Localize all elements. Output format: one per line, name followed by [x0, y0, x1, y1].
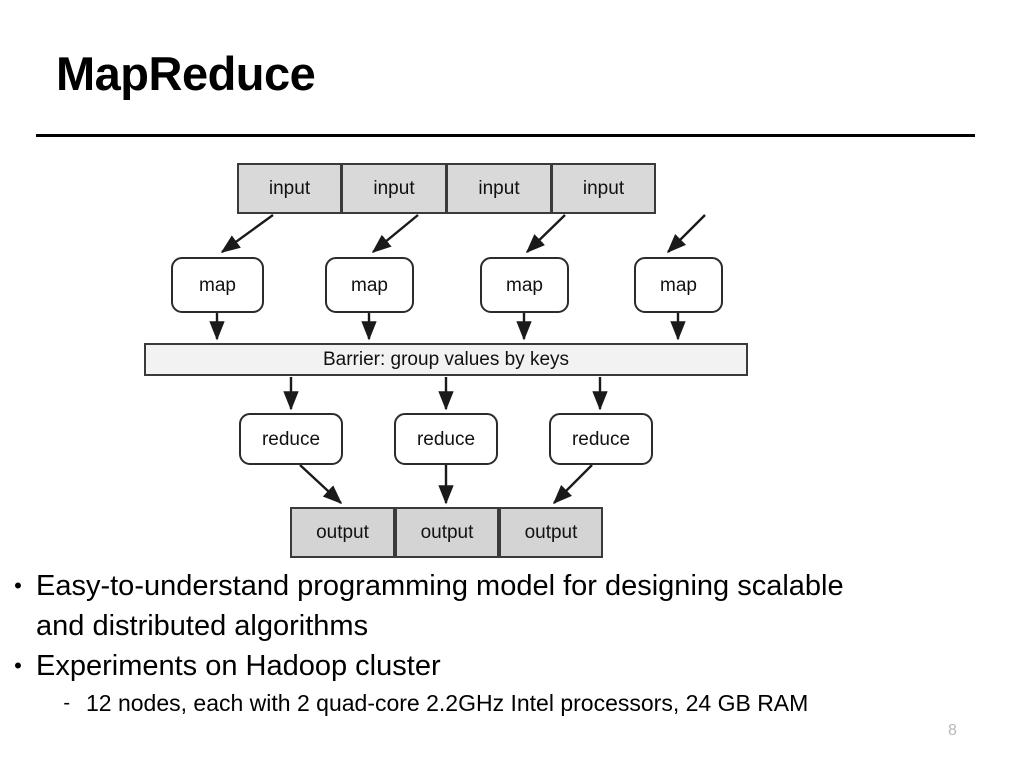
output-cell-label: output [316, 522, 369, 543]
input-cell-2: input [342, 163, 447, 214]
page-title: MapReduce [56, 47, 316, 100]
input-cell-label: input [373, 178, 415, 199]
output-cell-1: output [290, 507, 395, 558]
map-node-label: map [506, 274, 543, 296]
sub-bullet-marker-icon: - [63, 692, 70, 714]
barrier-bar: Barrier: group values by keys [144, 343, 748, 376]
map-node-2: map [325, 257, 414, 313]
mapreduce-dataflow-diagram: input input input input map map map map … [144, 163, 748, 558]
bullet-marker-icon: • [14, 653, 22, 678]
bullet-list: • Easy-to-understand programming model f… [0, 566, 1024, 720]
map-node-label: map [660, 274, 697, 296]
bullet-item-text: Experiments on Hadoop cluster [36, 650, 441, 682]
map-node-1: map [171, 257, 264, 313]
output-cell-label: output [524, 522, 578, 543]
sub-bullet-item-text: 12 nodes, each with 2 quad-core 2.2GHz I… [86, 690, 809, 716]
sub-bullet-item-1: - 12 nodes, each with 2 quad-core 2.2GHz… [0, 686, 1024, 720]
input-cell-label: input [478, 178, 520, 199]
reduce-node-2: reduce [394, 413, 498, 465]
map-node-label: map [199, 274, 236, 296]
input-cell-1: input [237, 163, 342, 214]
output-cell-label: output [420, 522, 474, 543]
slide-number: 8 [948, 722, 957, 739]
output-cell-2: output [395, 507, 499, 558]
map-node-4: map [634, 257, 723, 313]
output-cell-3: output [499, 507, 603, 558]
input-cell-label: input [268, 178, 311, 199]
reduce-node-label: reduce [416, 428, 476, 450]
barrier-label: Barrier: group values by keys [322, 349, 570, 370]
input-cell-3: input [447, 163, 552, 214]
title-divider [36, 134, 975, 137]
reduce-node-1: reduce [239, 413, 343, 465]
map-node-label: map [351, 274, 388, 296]
reduce-node-label: reduce [571, 428, 631, 450]
reduce-node-label: reduce [261, 428, 321, 450]
input-cell-4: input [552, 163, 656, 214]
bullet-item-text: Easy-to-understand programming model for… [36, 570, 844, 642]
map-node-3: map [480, 257, 569, 313]
reduce-node-3: reduce [549, 413, 653, 465]
input-cell-label: input [582, 178, 625, 199]
bullet-item-2: • Experiments on Hadoop cluster [0, 646, 1024, 686]
bullet-marker-icon: • [14, 573, 22, 598]
bullet-item-1: • Easy-to-understand programming model f… [0, 566, 1024, 646]
